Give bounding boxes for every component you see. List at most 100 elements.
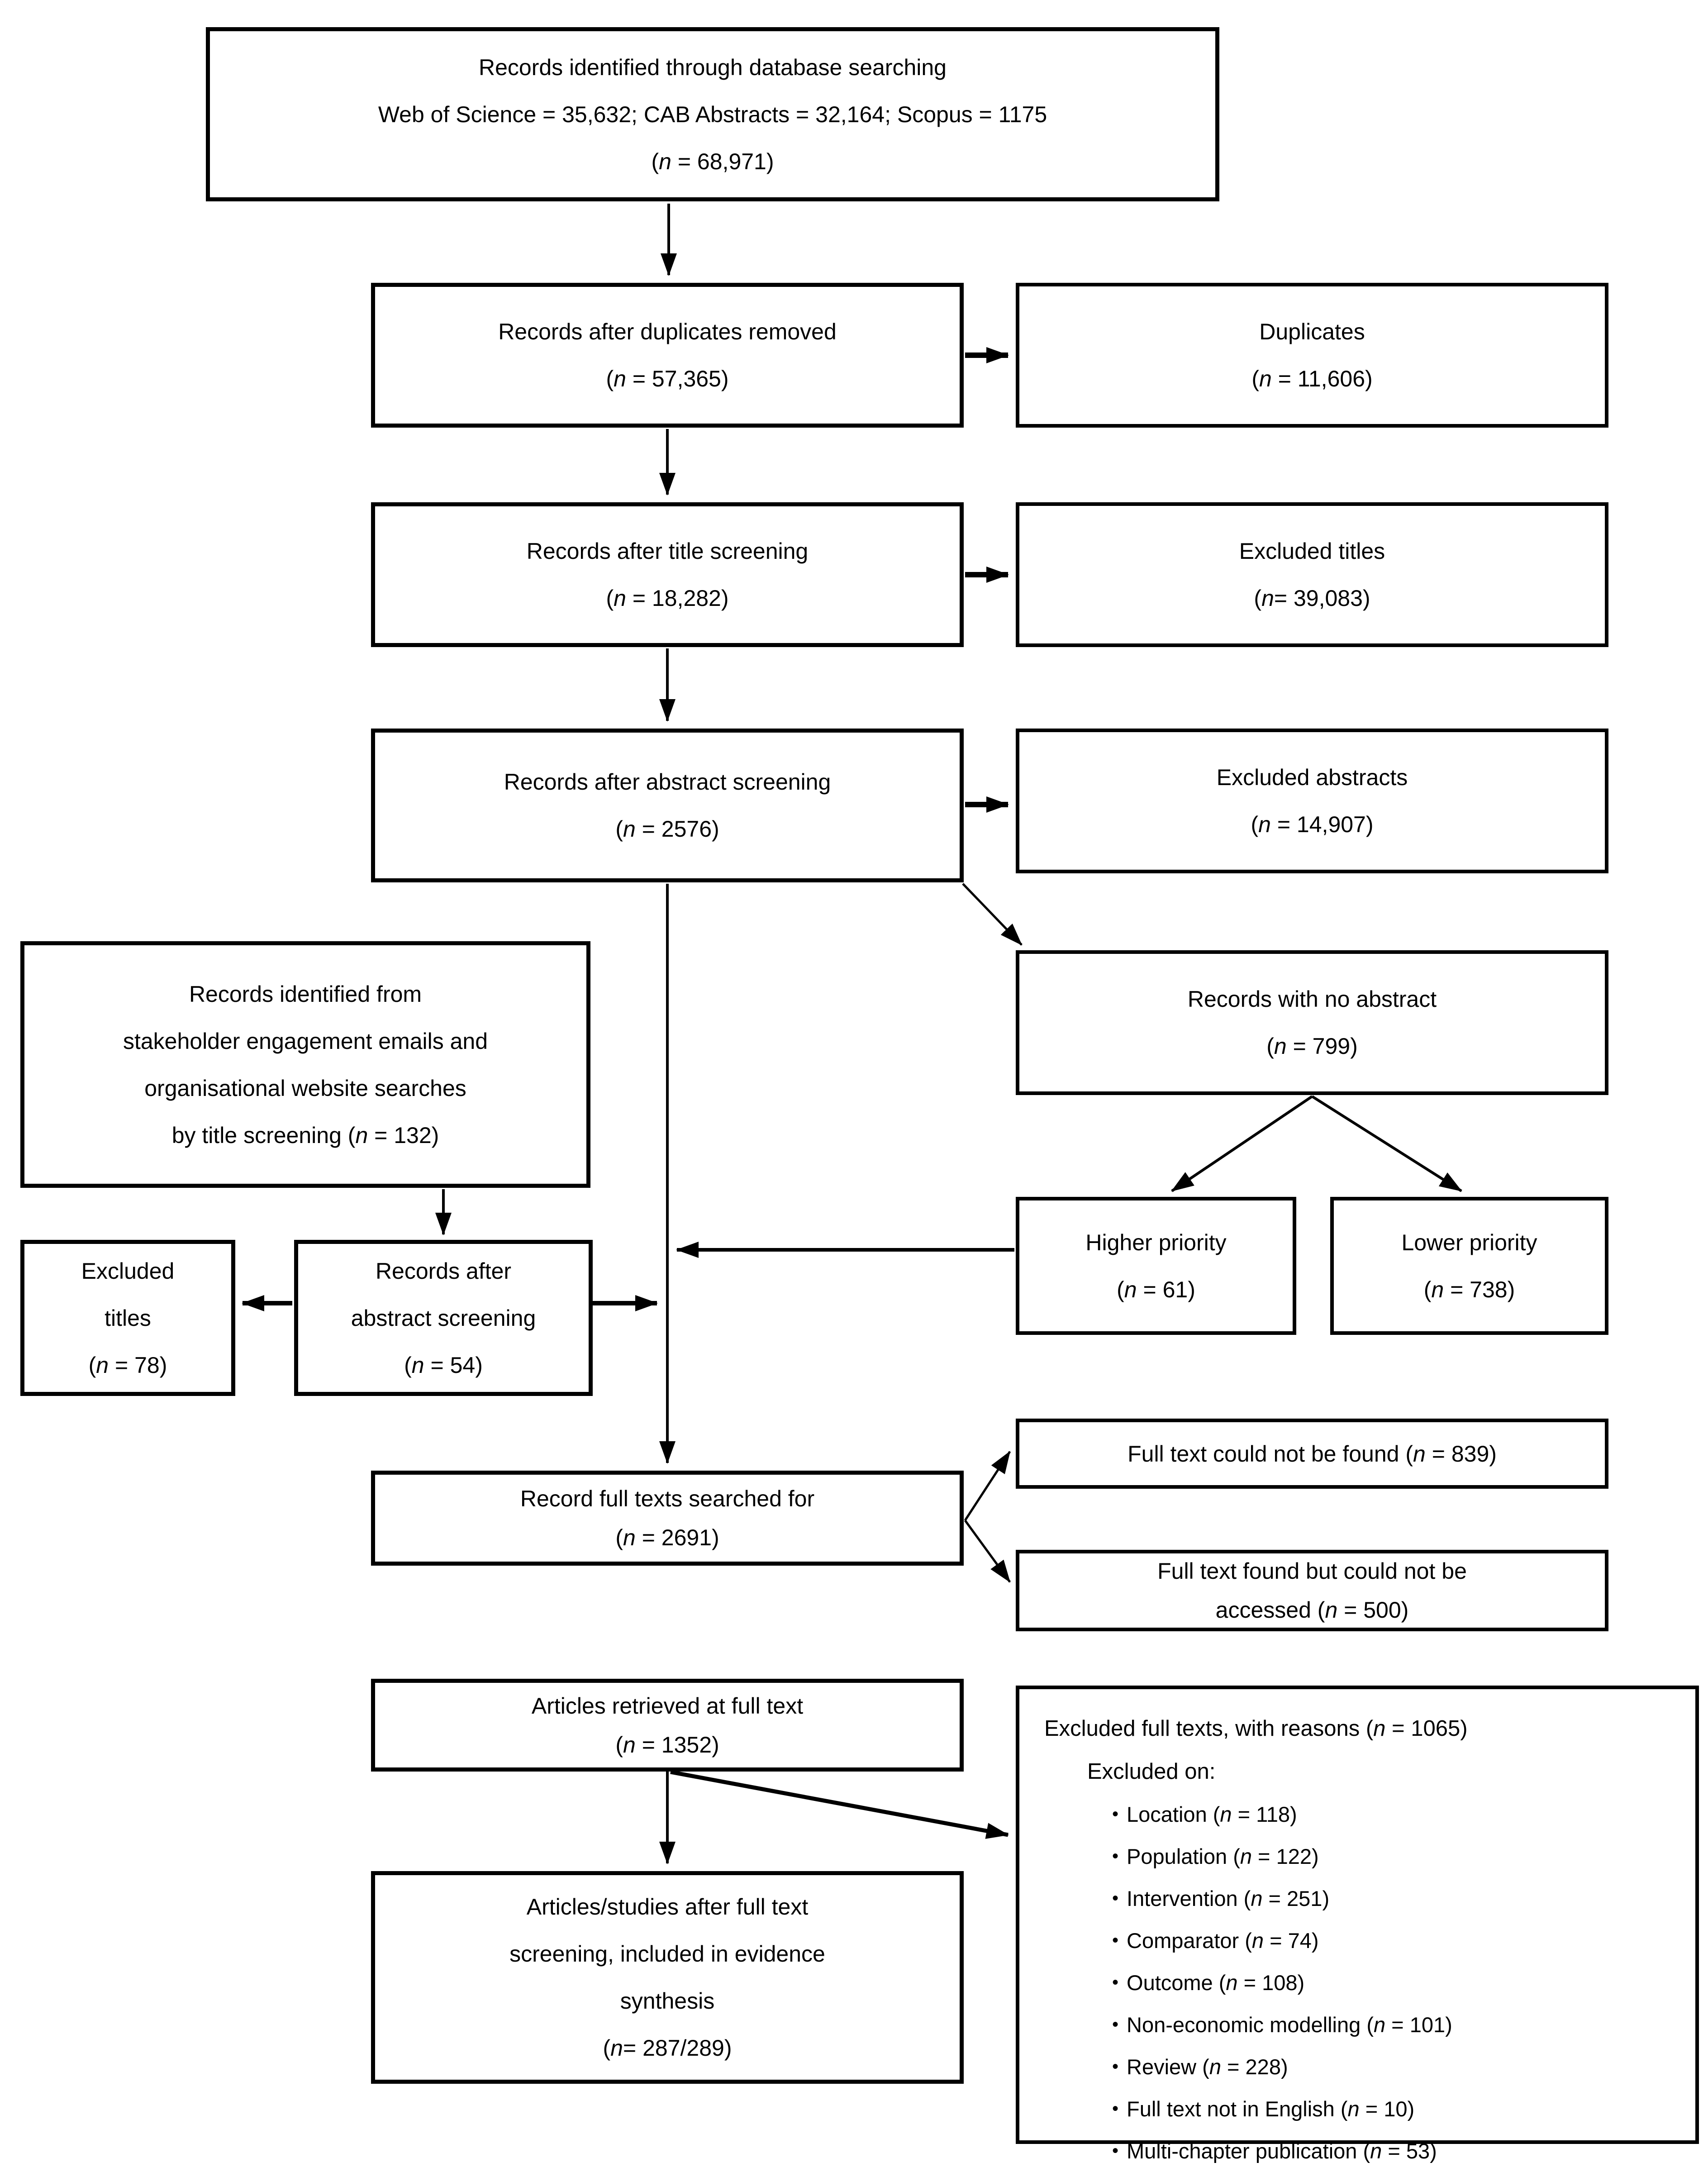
n-pre: Full text not in English ( [1127, 2097, 1348, 2121]
reason-item-not-in-english: •Full text not in English (n = 10) [1044, 2088, 1682, 2130]
n-italic: n [1413, 1441, 1426, 1467]
n-pre: ( [615, 1525, 623, 1550]
n-post: = 738) [1444, 1277, 1515, 1302]
box-n-line: (n = 18,282) [606, 575, 728, 622]
n-italic: n [614, 366, 626, 391]
box-text: Higher priority [1085, 1229, 1227, 1255]
box-included-evidence-synthesis: Articles/studies after full text screeni… [371, 1871, 964, 2084]
box-n-line: (n = 1352) [615, 1725, 719, 1764]
n-post: = 108) [1237, 1971, 1305, 1995]
n-pre: ( [606, 586, 614, 611]
n-post: = 132) [368, 1122, 439, 1148]
bullet-icon: • [1112, 1888, 1119, 1908]
n-pre: Population ( [1127, 1844, 1240, 1868]
box-text: stakeholder engagement emails and [123, 1028, 488, 1054]
box-records-identified: Records identified through database sear… [206, 27, 1219, 201]
n-post: = 2691) [635, 1525, 719, 1550]
box-after-abstract-screening: Records after abstract screening (n = 25… [371, 729, 964, 882]
box-text: organisational website searches [144, 1075, 466, 1101]
box-text: Duplicates [1259, 319, 1365, 344]
n-italic: n [623, 1732, 636, 1758]
n-pre: ( [1254, 586, 1262, 611]
box-text: Excluded [81, 1258, 175, 1284]
n-italic: n [1431, 1277, 1444, 1302]
n-post: = 39,083) [1274, 586, 1370, 611]
n-post: = 122) [1252, 1844, 1319, 1868]
box-text: abstract screening [351, 1305, 536, 1331]
n-post: = 287/289) [623, 2035, 732, 2061]
box-text: titles [105, 1305, 151, 1331]
box-text: Excluded abstracts [1216, 765, 1408, 790]
n-italic: n [1373, 1716, 1386, 1741]
box-text: Records after abstract screening [504, 769, 831, 795]
n-italic: n [614, 586, 626, 611]
box-text: Records after title screening [526, 538, 809, 564]
n-italic: n [411, 1352, 424, 1378]
box-text: Lower priority [1401, 1229, 1537, 1255]
box-higher-priority: Higher priority (n = 61) [1016, 1197, 1296, 1335]
n-pre: ( [615, 1732, 623, 1758]
n-post: = 78) [109, 1352, 167, 1378]
n-pre: Excluded full texts, with reasons ( [1044, 1716, 1374, 1741]
box-n-line: (n= 287/289) [603, 2024, 732, 2072]
n-italic: n [1258, 812, 1271, 837]
box-text: Records identified through database sear… [478, 54, 947, 80]
n-italic: n [1325, 1597, 1338, 1623]
n-pre: ( [1423, 1277, 1432, 1302]
box-lower-priority: Lower priority (n = 738) [1330, 1197, 1608, 1335]
box-text: synthesis [620, 1988, 715, 2014]
bullet-icon: • [1112, 2099, 1119, 2119]
box-n-line: (n = 11,606) [1251, 355, 1372, 402]
n-pre: ( [1251, 812, 1259, 837]
box-after-title-screening: Records after title screening (n = 18,28… [371, 502, 964, 647]
n-italic: n [1209, 2055, 1221, 2079]
box-text: Articles retrieved at full text [531, 1693, 804, 1719]
box-text: Full text found but could not be [1157, 1558, 1467, 1584]
box-fulltext-not-found: Full text could not be found (n = 839) [1016, 1419, 1608, 1489]
n-pre: Location ( [1127, 1802, 1220, 1826]
box-text: Records identified from [189, 981, 422, 1007]
n-post: = 74) [1264, 1929, 1319, 1953]
n-italic: n [1261, 586, 1274, 611]
n-post: = 11,606) [1271, 366, 1373, 391]
n-post: = 251) [1262, 1886, 1330, 1910]
n-post: = 1065) [1385, 1716, 1468, 1741]
bullet-icon: • [1112, 2057, 1119, 2077]
n-italic: n [623, 1525, 636, 1550]
box-n-line: (n = 78) [89, 1342, 167, 1389]
n-pre: Full text could not be found ( [1128, 1441, 1413, 1467]
reason-item-location: •Location (n = 118) [1044, 1793, 1682, 1835]
reason-item-non-economic-modelling: •Non-economic modelling (n = 101) [1044, 2004, 1682, 2046]
bullet-icon: • [1112, 1972, 1119, 1992]
n-post: = 61) [1137, 1277, 1195, 1302]
reason-item-population: •Population (n = 122) [1044, 1835, 1682, 1877]
box-n-line: (n = 14,907) [1251, 801, 1373, 848]
reason-item-review: •Review (n = 228) [1044, 2046, 1682, 2088]
box-n-line: (n = 54) [404, 1342, 483, 1389]
n-italic: n [610, 2035, 623, 2061]
reason-item-multi-chapter: •Multi-chapter publication (n = 53) [1044, 2130, 1682, 2172]
n-italic: n [1251, 1886, 1263, 1910]
n-post: = 500) [1337, 1597, 1409, 1623]
box-stakeholder-records: Records identified from stakeholder enga… [20, 941, 590, 1188]
n-post: = 118) [1232, 1802, 1297, 1826]
box-excluded-titles-small: Excluded titles (n = 78) [20, 1240, 235, 1396]
n-post: = 799) [1286, 1034, 1358, 1059]
n-post: = 53) [1382, 2139, 1437, 2163]
reason-item-outcome: •Outcome (n = 108) [1044, 1962, 1682, 2004]
box-n-line: by title screening (n = 132) [172, 1112, 439, 1159]
n-pre: Review ( [1127, 2055, 1209, 2079]
n-italic: n [1226, 1971, 1238, 1995]
bullet-icon: • [1112, 2141, 1119, 2161]
box-text: Record full texts searched for [520, 1486, 815, 1511]
n-pre: ( [615, 816, 623, 842]
n-pre: ( [88, 1352, 96, 1378]
n-post: = 1352) [635, 1732, 719, 1758]
n-pre: by title screening ( [171, 1122, 356, 1148]
box-text: Records after [375, 1258, 512, 1284]
box-excluded-fulltexts-reasons: Excluded full texts, with reasons (n = 1… [1016, 1686, 1699, 2163]
n-pre: ( [606, 366, 614, 391]
n-pre: Intervention ( [1127, 1886, 1251, 1910]
n-pre: ( [1266, 1034, 1274, 1059]
